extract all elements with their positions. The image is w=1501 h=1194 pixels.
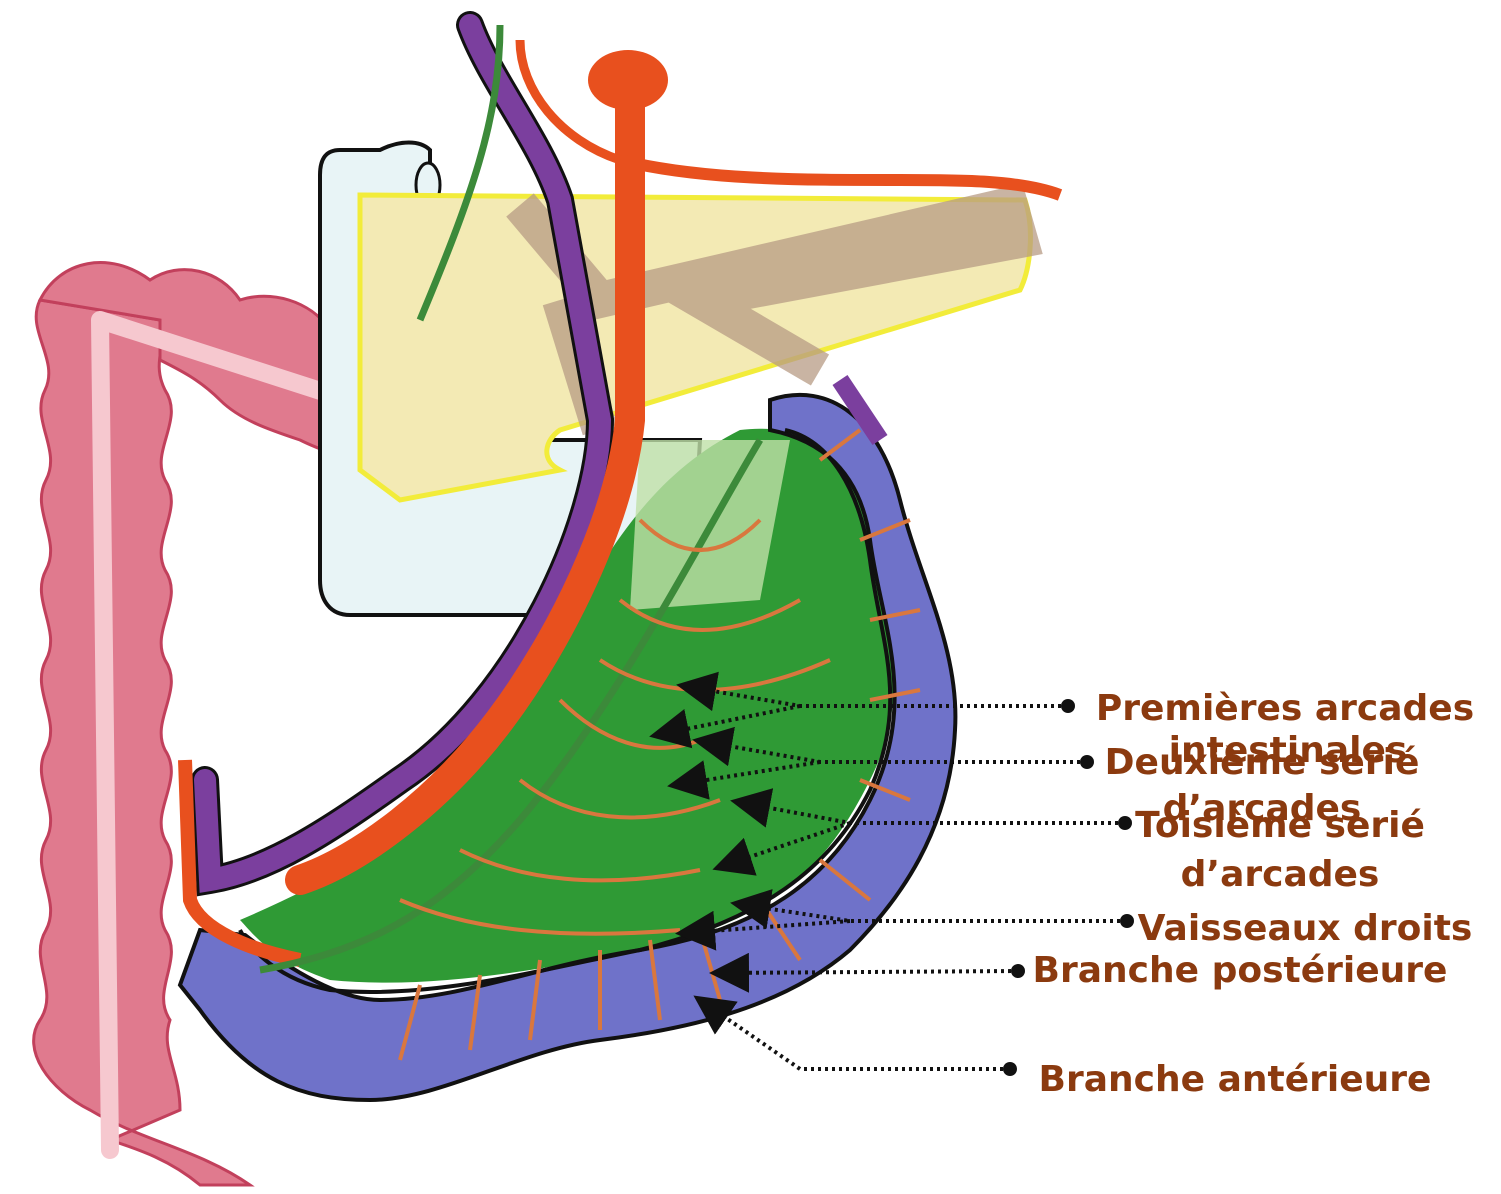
label-vaisseaux-droits: Vaisseaux droits (1138, 908, 1473, 949)
label-deuxieme-serie: Deuxième serié (1105, 742, 1420, 783)
label-branche-anterieure: Branche antérieure (1039, 1059, 1432, 1100)
leader-dot (1120, 914, 1134, 928)
leader-dot (1003, 1062, 1017, 1076)
label-troisieme-serie-line2: d’arcades (1181, 854, 1380, 895)
ascending-colon (34, 300, 250, 1185)
leader-dot (1080, 755, 1094, 769)
label-branche-posterieure: Branche postérieure (1033, 950, 1448, 991)
labels: Premières arcades intestinales Deuxième … (1033, 688, 1475, 1100)
label-line: Deuxième serié (1105, 742, 1420, 783)
leader-branche-anterieure (700, 1000, 1010, 1069)
leader-dot (1061, 699, 1075, 713)
label-line: d’arcades (1181, 854, 1380, 895)
label-line: Premières arcades (1096, 688, 1474, 729)
aorta-top (588, 50, 668, 110)
label-troisieme-serie: Toisième serié (1135, 805, 1425, 846)
leader-dot (1118, 816, 1132, 830)
label-line: Toisième serié (1135, 805, 1425, 846)
leader-dot (1011, 964, 1025, 978)
label-premieres-arcades: Premières arcades (1096, 688, 1474, 729)
splenic-artery (620, 160, 1060, 195)
